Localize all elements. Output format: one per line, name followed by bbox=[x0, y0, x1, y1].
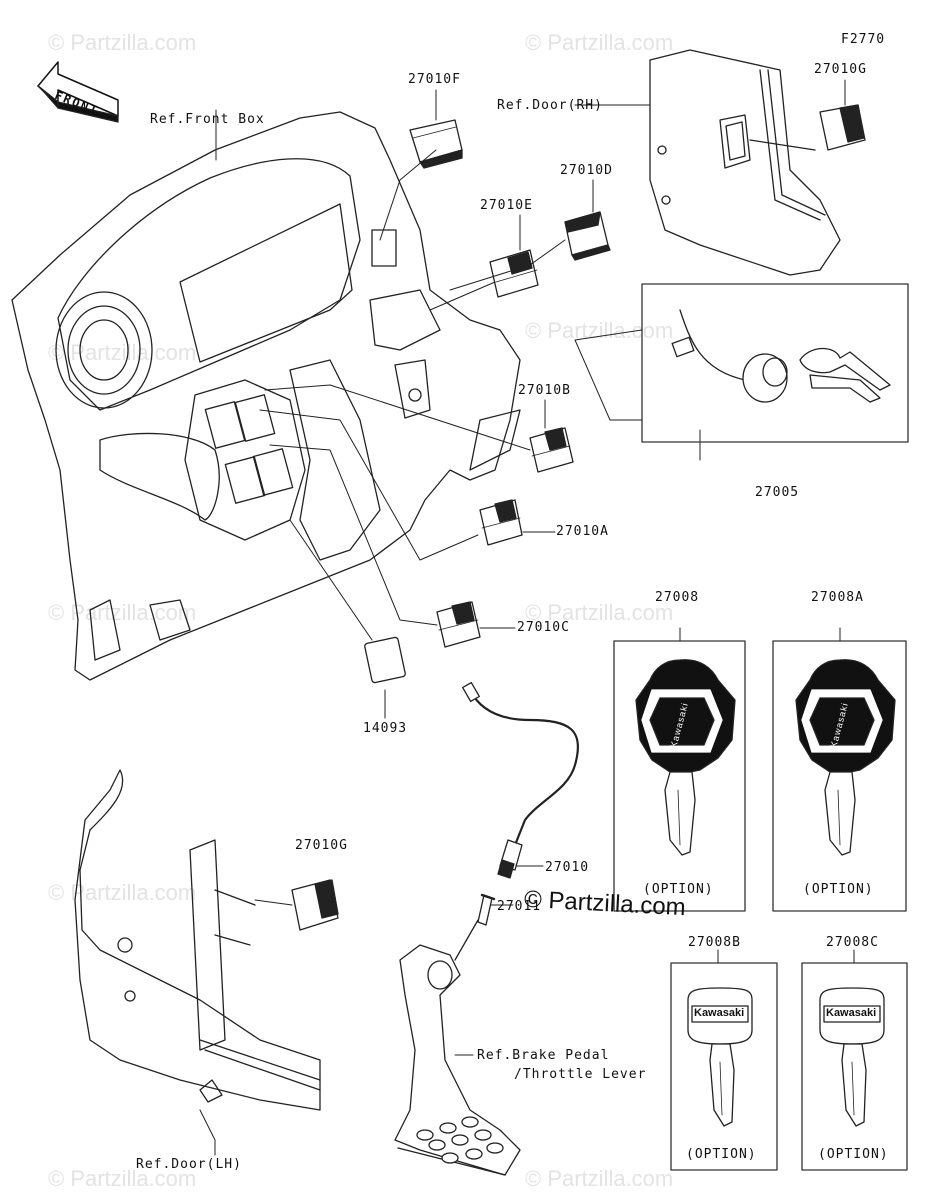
watermark: © Partzilla.com bbox=[525, 318, 674, 343]
switch-27010G-bottom[interactable] bbox=[291, 879, 339, 931]
option-label-27008A: (OPTION) bbox=[803, 882, 874, 897]
brake-pedal bbox=[394, 919, 521, 1176]
part-label-27005[interactable]: 27005 bbox=[755, 485, 800, 500]
switch-27010G-top[interactable] bbox=[819, 104, 866, 151]
watermark: © Partzilla.com bbox=[48, 880, 197, 905]
cover-14093[interactable] bbox=[364, 636, 406, 684]
front-arrow-icon bbox=[37, 61, 119, 123]
part-label-14093[interactable]: 14093 bbox=[363, 721, 408, 736]
watermark: © Partzilla.com bbox=[525, 30, 674, 55]
ref-throttle-lever-label: /Throttle Lever bbox=[514, 1067, 647, 1082]
figure-code: F2770 bbox=[841, 32, 886, 47]
key-brand-27008B: Kawasaki bbox=[694, 1007, 745, 1019]
watermark: © Partzilla.com bbox=[48, 340, 197, 365]
part-label-27010F[interactable]: 27010F bbox=[408, 72, 461, 87]
part-label-27008B[interactable]: 27008B bbox=[688, 935, 741, 950]
option-label-27008C: (OPTION) bbox=[818, 1147, 889, 1162]
part-label-27008[interactable]: 27008 bbox=[655, 590, 700, 605]
brake-switch-27010[interactable] bbox=[462, 681, 580, 879]
ignition-switch-box bbox=[574, 283, 909, 443]
key-27008C[interactable] bbox=[819, 987, 885, 1127]
switch-27010E[interactable] bbox=[489, 249, 539, 298]
key-27008A[interactable] bbox=[795, 659, 896, 856]
switch-27010F[interactable] bbox=[409, 119, 463, 169]
part-label-27011[interactable]: 27011 bbox=[497, 899, 542, 914]
key-brand-27008C: Kawasaki bbox=[826, 1007, 877, 1019]
screw-27011[interactable] bbox=[477, 893, 496, 926]
watermark: © Partzilla.com bbox=[525, 1166, 674, 1191]
ref-front-box-label: Ref.Front Box bbox=[150, 112, 265, 127]
switch-27010C[interactable] bbox=[436, 601, 481, 648]
watermark: © Partzilla.com bbox=[48, 30, 197, 55]
switch-27010B[interactable] bbox=[529, 427, 574, 473]
part-label-27010G-bottom[interactable]: 27010G bbox=[295, 838, 348, 853]
switch-27010A[interactable] bbox=[479, 499, 523, 546]
leader-lines bbox=[199, 79, 846, 1156]
option-label-27008B: (OPTION) bbox=[686, 1147, 757, 1162]
part-label-27010A[interactable]: 27010A bbox=[556, 524, 609, 539]
dashboard-front-box bbox=[11, 111, 521, 681]
option-label-27008: (OPTION) bbox=[643, 882, 714, 897]
part-label-27010[interactable]: 27010 bbox=[545, 860, 590, 875]
part-label-27008C[interactable]: 27008C bbox=[826, 935, 879, 950]
part-label-27010C[interactable]: 27010C bbox=[517, 620, 570, 635]
part-label-27010E[interactable]: 27010E bbox=[480, 198, 533, 213]
part-label-27010D[interactable]: 27010D bbox=[560, 163, 613, 178]
part-label-27010B[interactable]: 27010B bbox=[518, 383, 571, 398]
part-label-27008A[interactable]: 27008A bbox=[811, 590, 864, 605]
door-lh bbox=[74, 769, 321, 1111]
switch-27010D[interactable] bbox=[564, 211, 611, 261]
ref-door-lh-label: Ref.Door(LH) bbox=[136, 1157, 242, 1172]
ref-brake-pedal-label: Ref.Brake Pedal bbox=[477, 1048, 610, 1063]
watermark: © Partzilla.com bbox=[48, 600, 197, 625]
watermark: © Partzilla.com bbox=[525, 600, 674, 625]
key-27008[interactable] bbox=[635, 659, 736, 856]
key-27008B[interactable] bbox=[687, 987, 753, 1127]
part-label-27010G-top[interactable]: 27010G bbox=[814, 62, 867, 77]
door-rh bbox=[649, 49, 841, 276]
ref-door-rh-label: Ref.Door(RH) bbox=[497, 98, 603, 113]
watermark: © Partzilla.com bbox=[48, 1166, 197, 1191]
